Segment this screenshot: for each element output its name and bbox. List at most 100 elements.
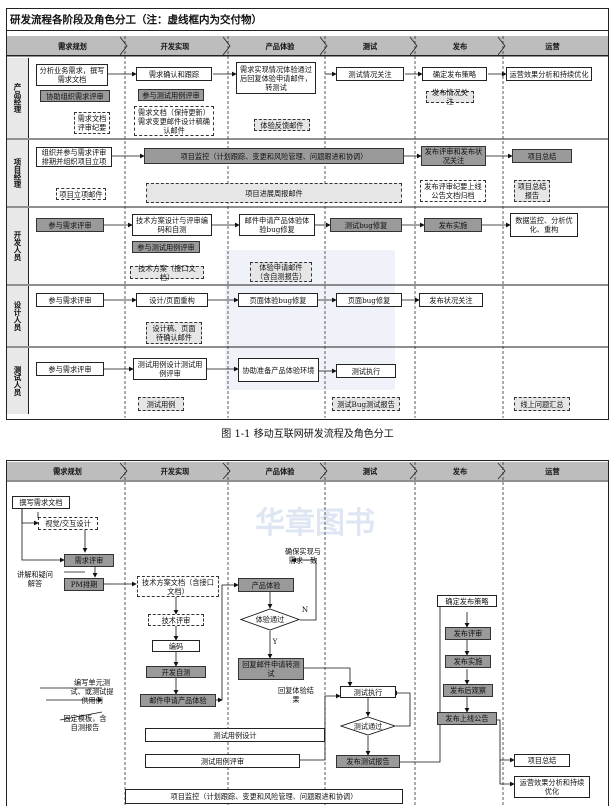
figure1-frame [6, 8, 609, 420]
fig1-col-operation: 运营 [545, 41, 560, 51]
proj-approval-mail: 项目立项邮件 [56, 188, 106, 200]
f2-project-monitor: 项目监控（计划跟踪、变更和风险管理、问题跟进和协调） [125, 789, 403, 804]
fig2-col-testing: 测试 [362, 466, 378, 476]
fig2-col-development: 开发实现 [160, 466, 190, 476]
fig2-col-operation: 运营 [545, 466, 560, 476]
test-execute: 测试执行 [336, 364, 396, 378]
fig2-col-release: 发布 [452, 466, 468, 476]
proj-summary-report: 项目总结报告 [514, 180, 550, 202]
f2-self-test: 开发自测 [146, 666, 206, 678]
dev-tech-doc: 技术方案（接口文档） [130, 264, 204, 282]
proj-release-review: 发布评审和发布状况关注 [421, 146, 486, 166]
f2-write-requirements: 撰写需求文档 [12, 496, 70, 509]
f2-n-label: N [301, 604, 309, 614]
f2-testcase-review: 测试用例评审 [145, 754, 300, 768]
dev-fix-test-bugs: 测试bug修复 [330, 218, 402, 232]
pm-follow-testing: 测试情况关注 [336, 67, 404, 81]
proj-organize-review: 组织并参与需求评审排期并组织项目立项 [36, 147, 112, 167]
fig1-row-product-manager: 产品经理 [7, 58, 29, 138]
dev-monitor-optimize: 数据监控、分析优化、重构 [510, 213, 578, 237]
f2-apply-experience: 邮件申请产品体验 [140, 694, 216, 707]
f2-release-review: 发布评审 [445, 627, 491, 640]
design-page-bug-fix: 页面bug修复 [336, 293, 402, 307]
proj-monitor-bar: 项目监控（计划跟踪、变更和风险管理、问题跟进和协调） [144, 148, 404, 164]
f2-testcase-design: 测试用例设计 [145, 728, 325, 742]
pm-reply-experience: 需求实现情况体验通过后回复体验申请邮件，转测试 [236, 62, 316, 94]
design-experience-fix: 页面体验bug修复 [238, 293, 318, 307]
fig1-row-designer: 设计人员 [7, 286, 29, 346]
fig1-col-release: 发布 [452, 41, 468, 51]
test-case-design: 测试用例设计测试用例评审 [133, 358, 207, 380]
f2-launch-notice: 发布上线公告 [437, 712, 497, 725]
pm-review-minutes-doc: 需求文档评审纪要 [74, 112, 110, 134]
fig2-col-requirements: 需求规划 [53, 466, 82, 476]
pm-analyze-requirements: 分析业务需求，撰写需求文档 [36, 64, 108, 86]
design-release-follow: 发布状况关注 [419, 293, 483, 307]
dev-join-review: 参与需求评审 [36, 218, 104, 232]
f2-publish-test-report: 发布测试报告 [336, 755, 400, 768]
pm-join-testcase-review: 参与测试用例评审 [138, 89, 204, 101]
f2-tech-review: 技术评审 [148, 614, 204, 626]
f2-test-passed-diamond [340, 716, 396, 736]
f2-operation-optimize: 运营效果分析和持续优化 [514, 776, 590, 798]
fig1-col-experience: 产品体验 [265, 41, 295, 51]
fig1-col-development: 开发实现 [160, 41, 190, 51]
design-join-review: 参与需求评审 [36, 293, 104, 307]
f2-product-experience: 产品体验 [238, 578, 294, 592]
test-online-issues: 线上问题汇总 [514, 397, 570, 411]
pm-release-strategy: 确定发布策略 [422, 67, 487, 81]
proj-weekly-report: 项目进展周报邮件 [146, 183, 402, 203]
pm-assist-review: 协助组织需求评审 [40, 90, 110, 102]
f2-y-label: Y [272, 636, 278, 646]
figure2-frame [6, 460, 609, 806]
watermark-text: 华章图书 [255, 506, 375, 541]
f2-experience-passed-diamond [240, 608, 300, 631]
f2-post-release-watch: 发布后观察 [443, 684, 493, 697]
test-bug-report: 测试Bug测试报告 [332, 397, 400, 411]
f2-note-unit-test: 编写单元测试、或测试提供用例 [70, 677, 114, 705]
f2-experience-passed: 体验通过 [255, 614, 285, 624]
f2-test-passed: 测试通过 [353, 721, 383, 731]
f2-visual-design: 视觉/交互设计 [38, 517, 98, 530]
figure1-caption: 图 1-1 移动互联网研发流程及角色分工 [221, 429, 394, 440]
f2-project-summary: 项目总结 [514, 754, 570, 767]
fig2-header-strip [7, 462, 608, 480]
fig1-row-project-manager: 项目经理 [7, 140, 29, 206]
dev-tech-design: 技术方案设计与评审编码和自测 [132, 214, 212, 236]
pm-operation-optimize: 运营效果分析和持续优化 [506, 67, 592, 81]
dev-experience-mail: 体验申请邮件（含自测报告） [250, 262, 312, 282]
dev-release-implement: 发布实施 [424, 218, 482, 232]
pm-release-follow: 发布情况关注 [426, 88, 474, 106]
fig1-row-tester: 测试人员 [7, 348, 29, 414]
fig1-col-requirements: 需求规划 [58, 41, 87, 51]
dev-join-testcase-review: 参与测试用例评审 [132, 241, 200, 253]
f2-requirement-review: 需求评审 [64, 554, 114, 567]
design-page-rebuild: 设计/页面重构 [136, 293, 208, 307]
figure1-title-rule [6, 30, 609, 31]
fig1-row-developer: 开发人员 [7, 208, 29, 284]
f2-note-template: 固定模板，含自测报告 [63, 714, 107, 732]
fig2-col-experience: 产品体验 [265, 466, 295, 476]
f2-tech-doc: 技术方案文档（含接口文档） [137, 576, 219, 597]
proj-summary: 项目总结 [512, 149, 572, 163]
proj-release-minutes: 发布评审纪要上线公告文档归档 [420, 180, 486, 202]
figure1-title: 研发流程各阶段及角色分工（注：虚线框内为交付物） [10, 14, 262, 26]
f2-test-execute: 测试执行 [340, 686, 396, 698]
pm-updated-docs: 需求文档（保持更新）需求变更邮件设计稿确认邮件 [134, 106, 214, 136]
pm-confirm-track: 需求确认和跟踪 [136, 67, 212, 81]
fig1-col-testing: 测试 [362, 41, 378, 51]
f2-note-reply-result: 回复体验结果 [278, 686, 314, 704]
design-pending-mail: 设计稿、页面待确认邮件 [146, 322, 202, 344]
test-prepare-env: 协助准备产品体验环境 [238, 358, 319, 382]
f2-coding: 编码 [152, 640, 200, 652]
pm-feedback-mail: 体验反馈邮件 [254, 119, 310, 131]
test-join-review: 参与需求评审 [36, 362, 104, 376]
f2-reply-to-test: 回复邮件申请转测试 [238, 658, 304, 680]
f2-note-match: 确保实现与需求一致 [285, 547, 321, 565]
f2-pm-schedule: PM排期 [64, 578, 104, 591]
dev-apply-experience: 邮件申请产品体验体验bug修复 [239, 214, 315, 236]
f2-release-implement: 发布实施 [445, 655, 491, 668]
test-cases-doc: 测试用例 [138, 397, 184, 411]
f2-release-strategy: 确定发布策略 [437, 595, 497, 607]
